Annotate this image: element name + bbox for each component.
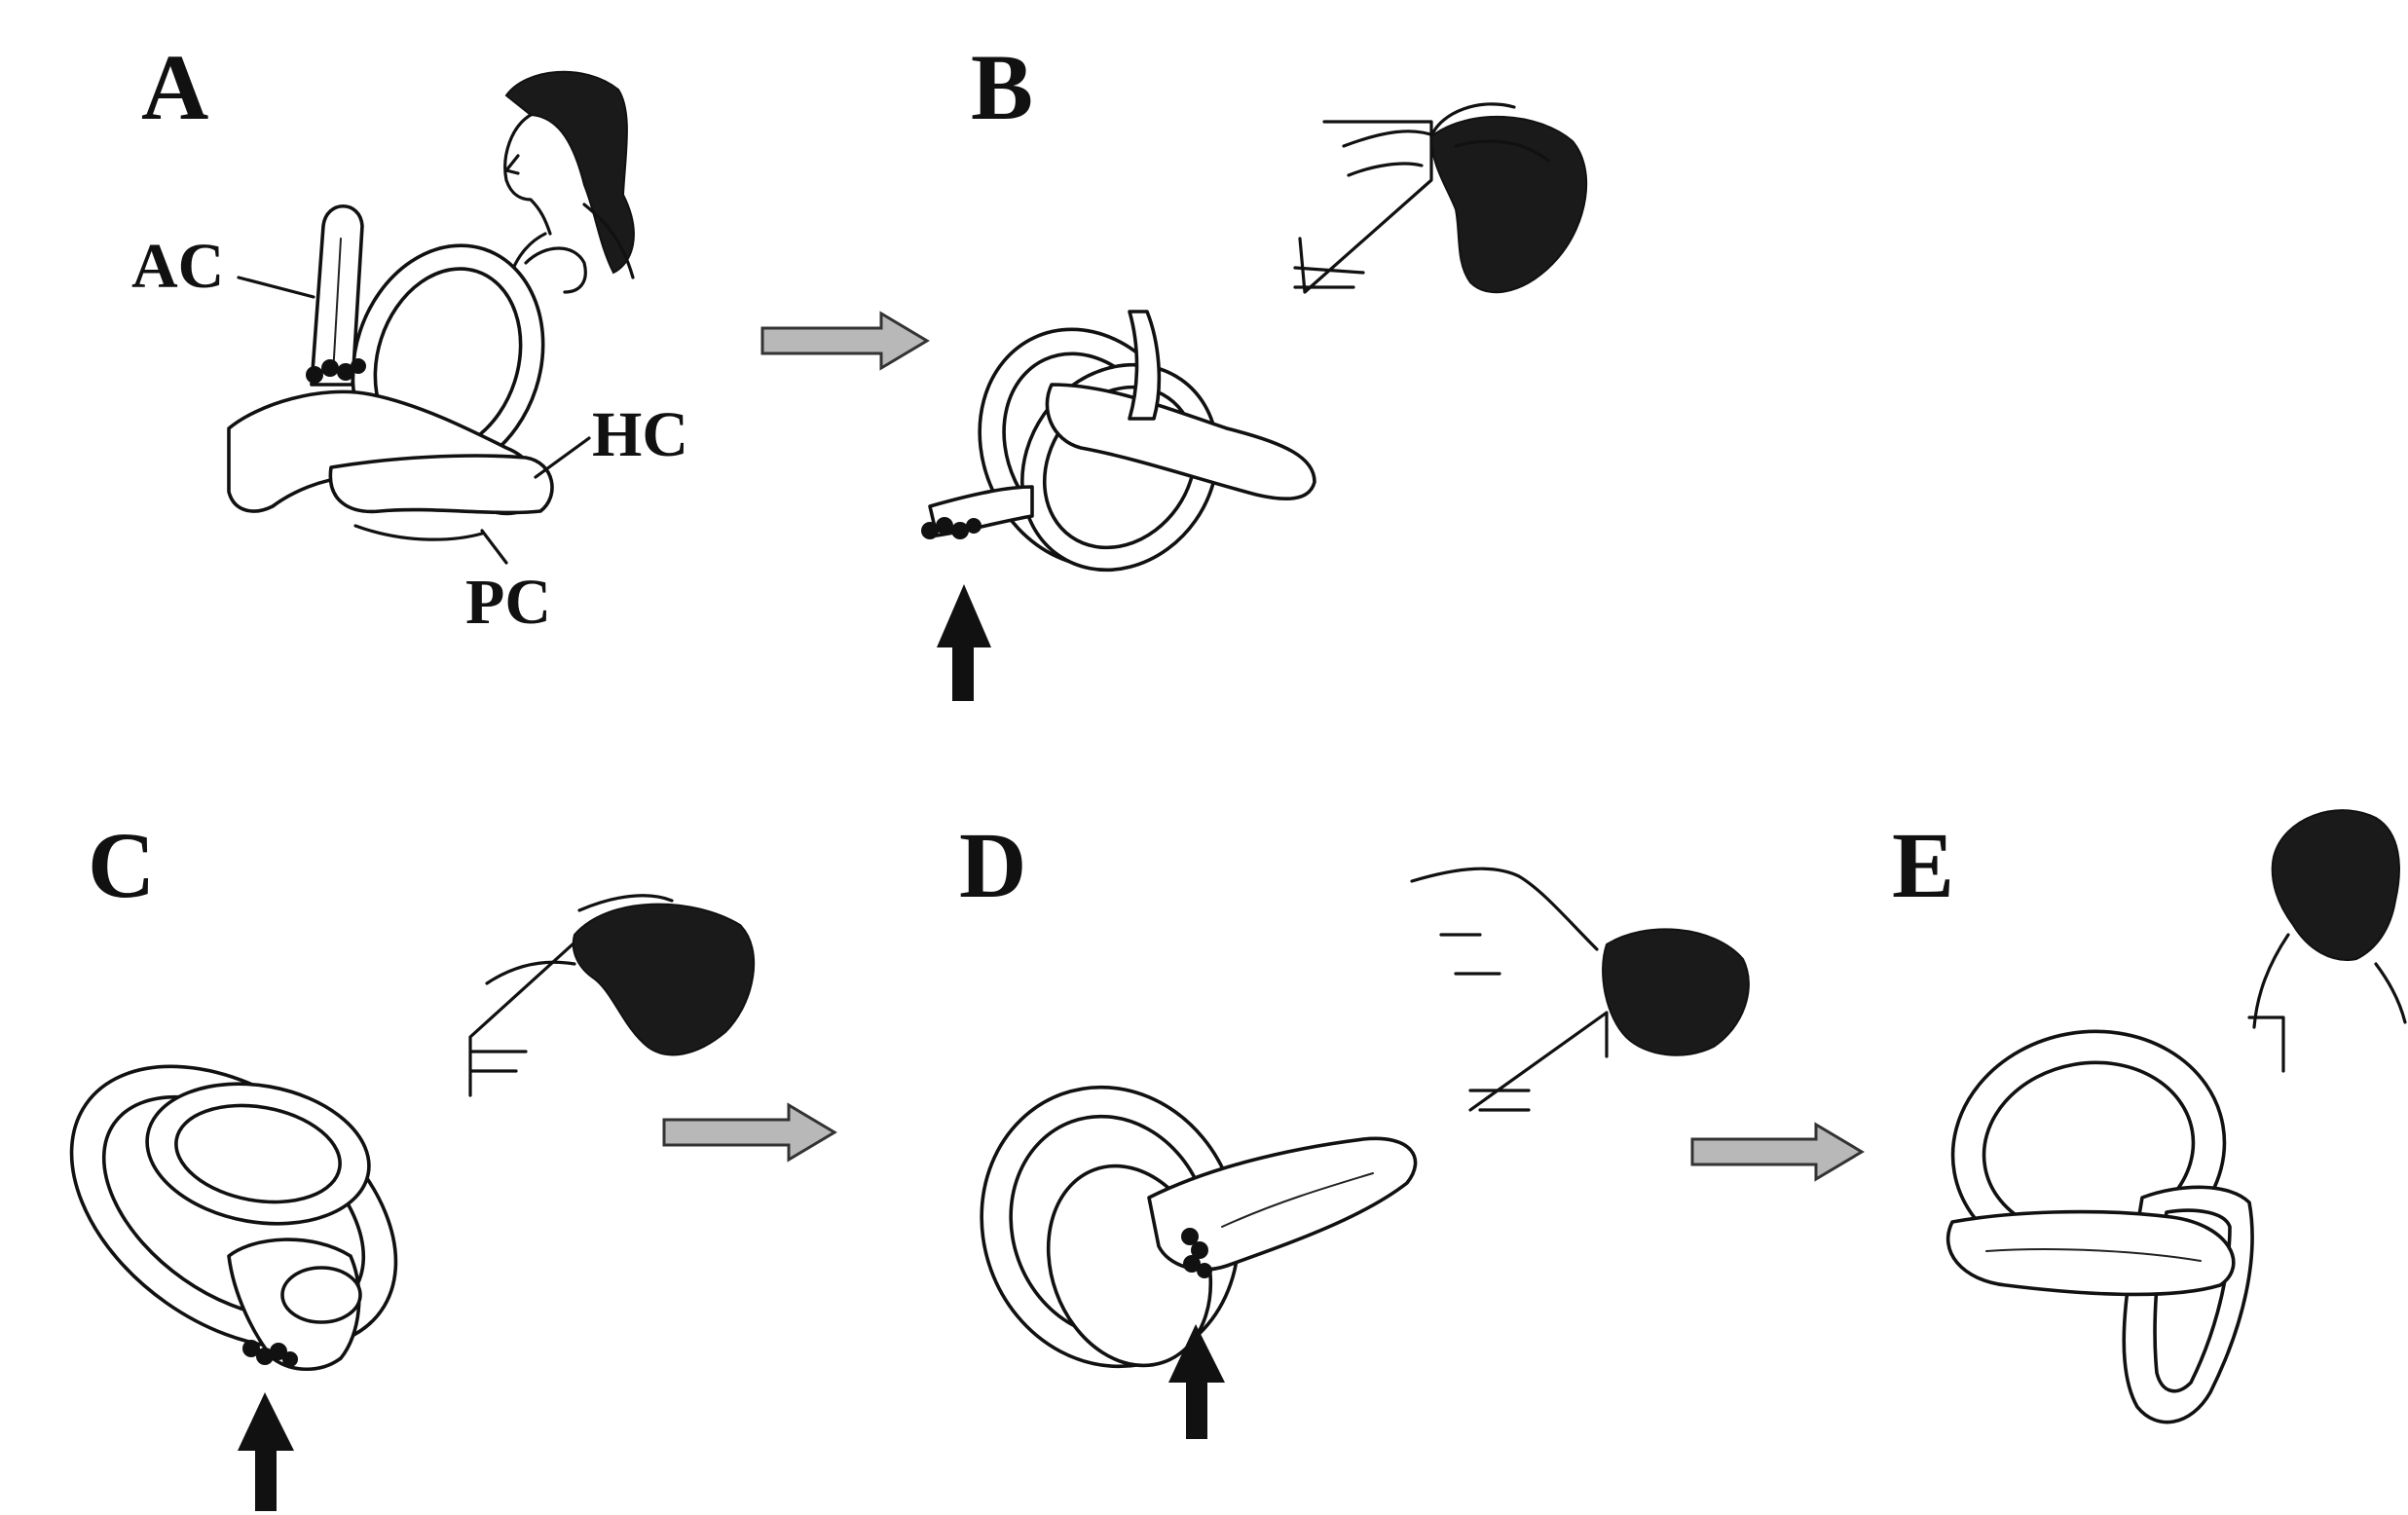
- panel-letter-e: E: [1892, 813, 1954, 917]
- patient-head-hanging-figure: [1295, 104, 1586, 292]
- label-pc: PC: [465, 567, 551, 638]
- transition-arrow-c-to-d: [664, 1105, 834, 1160]
- patient-sitting-figure: [505, 72, 634, 292]
- patient-sitting-up-figure: [2249, 810, 2405, 1071]
- patient-lying-side-figure: [470, 896, 754, 1095]
- patient-face-down-figure: [1412, 868, 1749, 1110]
- panel-letter-d: D: [959, 813, 1026, 917]
- labyrinth-head-hanging: [921, 294, 1315, 608]
- transition-arrow-a-to-b: [762, 314, 927, 368]
- panel-c: C: [19, 813, 755, 1511]
- panel-letter-a: A: [141, 35, 208, 139]
- panel-a: A AC: [131, 35, 688, 638]
- labyrinth-face-down: [943, 1051, 1415, 1402]
- panel-d: D: [943, 813, 1749, 1439]
- labyrinth-upright: [1934, 1011, 2252, 1423]
- panel-b: B: [921, 35, 1586, 701]
- panel-letter-c: C: [88, 813, 155, 917]
- otolith-arrow-b: [937, 584, 991, 701]
- transition-arrow-d-to-e: [1692, 1125, 1862, 1179]
- otolith-arrow-c: [238, 1392, 294, 1511]
- label-ac: AC: [131, 231, 224, 302]
- label-hc: HC: [592, 399, 688, 470]
- labyrinth-lateral: [19, 1009, 449, 1407]
- panel-e: E: [1892, 810, 2405, 1422]
- panel-letter-b: B: [971, 35, 1033, 139]
